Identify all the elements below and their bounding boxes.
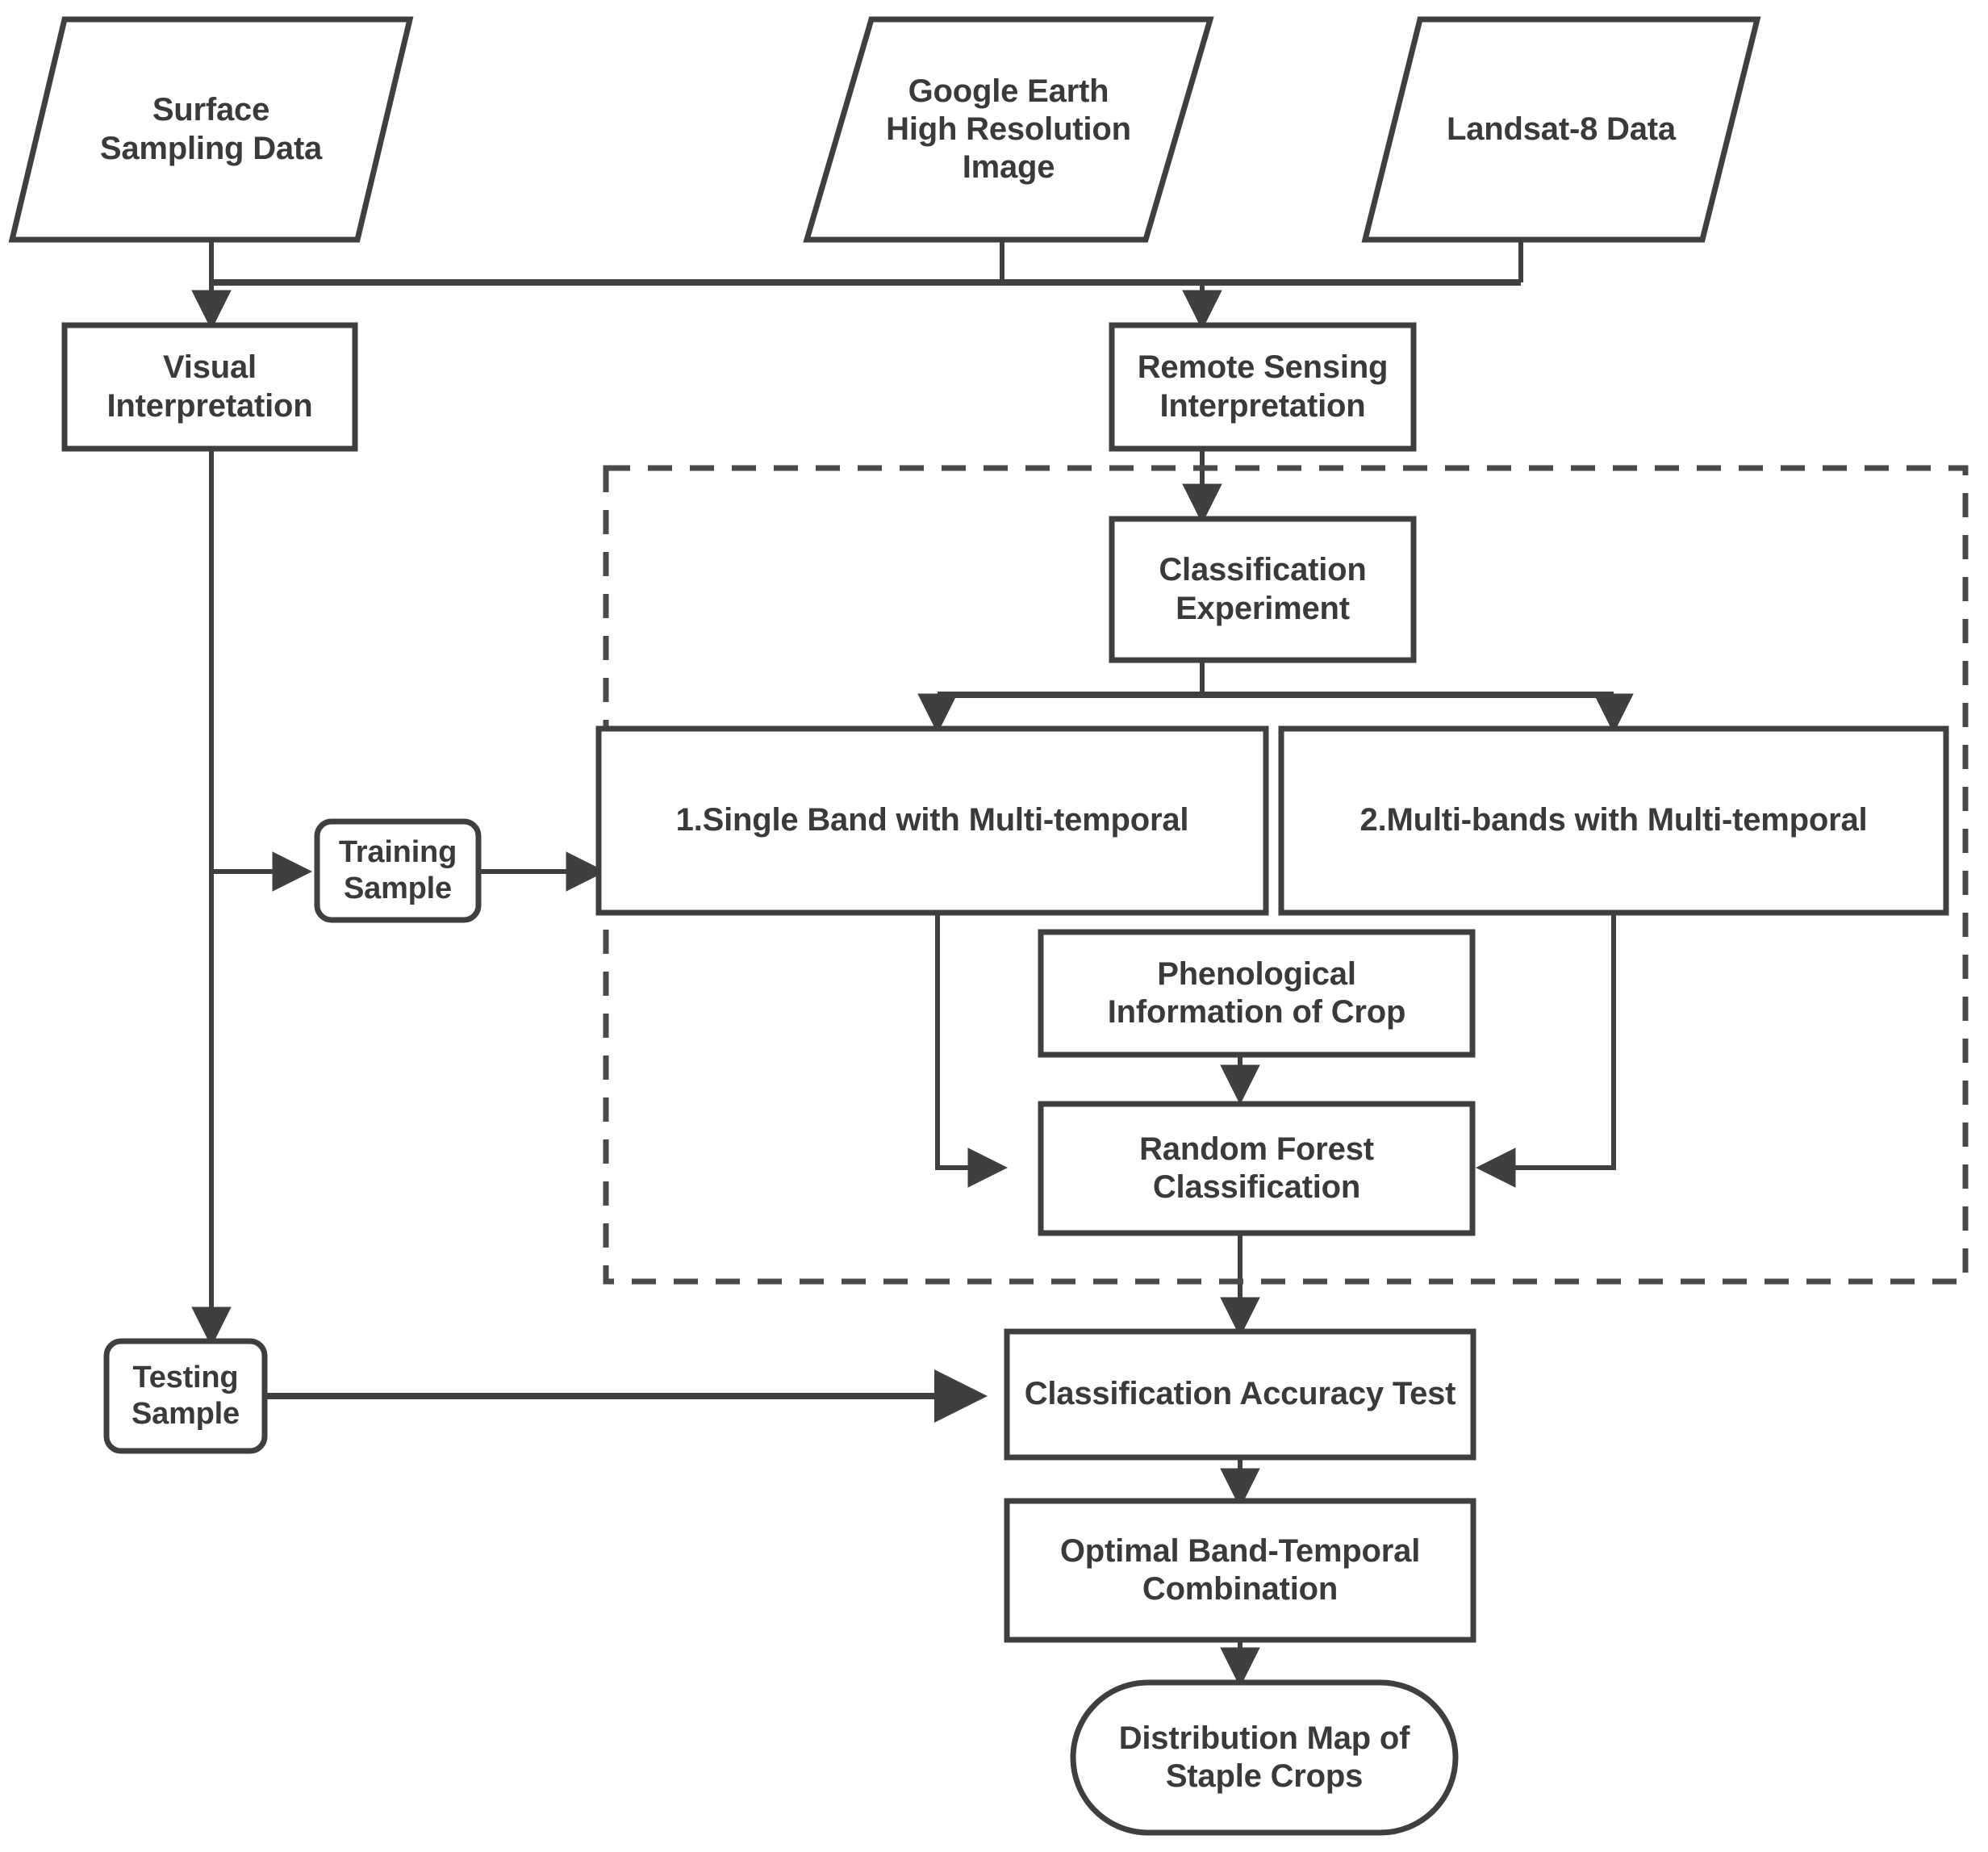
classification-experiment-group-boundary bbox=[603, 465, 1969, 1285]
phenological-information-shape[interactable] bbox=[1038, 929, 1476, 1058]
landsat8-data-shape[interactable] bbox=[1361, 16, 1761, 243]
visual-interpretation-shape[interactable] bbox=[61, 322, 358, 452]
edge-layer bbox=[191, 240, 1634, 1687]
single-band-multitemporal-shape[interactable] bbox=[595, 725, 1269, 916]
training-sample-shape[interactable] bbox=[314, 818, 482, 923]
remote-sensing-interpretation-shape[interactable] bbox=[1109, 322, 1417, 452]
surface-sampling-data-shape[interactable] bbox=[8, 16, 414, 243]
testing-sample-shape[interactable] bbox=[103, 1338, 268, 1454]
edge-multi-bands-to-random-forest bbox=[1476, 912, 1616, 1188]
random-forest-classification-shape[interactable] bbox=[1038, 1101, 1476, 1236]
optimal-band-temporal-shape[interactable] bbox=[1004, 1498, 1476, 1643]
edge-single-band-to-random-forest bbox=[935, 912, 1008, 1188]
google-earth-image-shape[interactable] bbox=[803, 16, 1214, 243]
multi-bands-multitemporal-shape[interactable] bbox=[1278, 725, 1949, 916]
classification-accuracy-test-shape[interactable] bbox=[1004, 1328, 1476, 1461]
distribution-map-shape[interactable] bbox=[1070, 1679, 1459, 1836]
node-shape-layer bbox=[8, 16, 1949, 1836]
classification-experiment-shape[interactable] bbox=[1109, 516, 1417, 663]
